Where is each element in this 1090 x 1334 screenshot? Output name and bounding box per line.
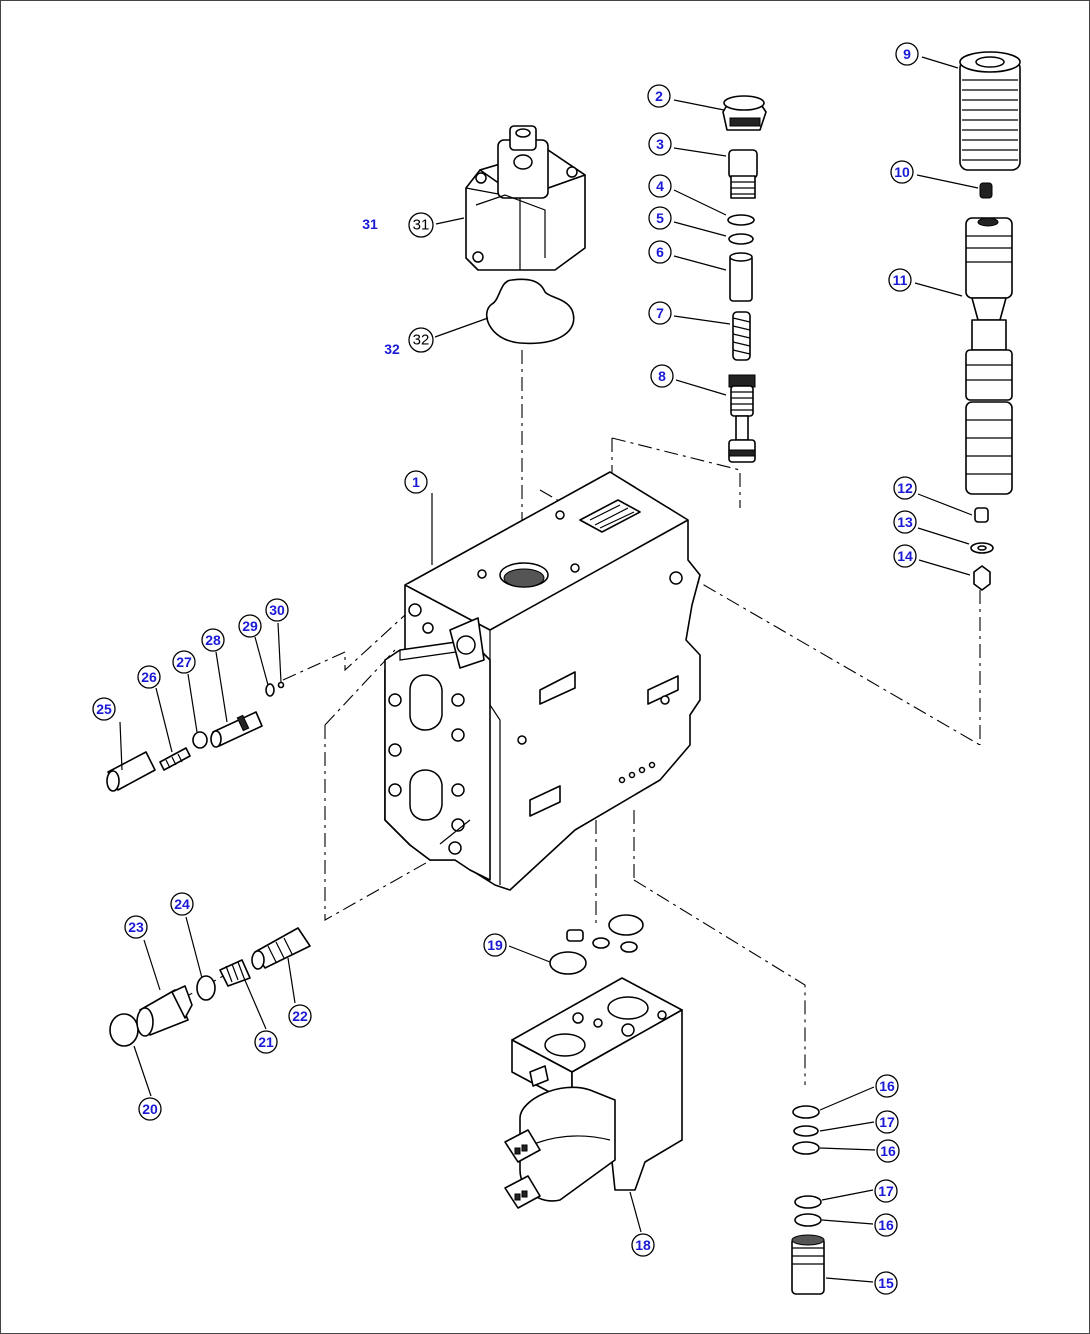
callout-21: 21 xyxy=(254,1030,278,1054)
callout-5: 5 xyxy=(648,206,672,230)
callout-29: 29 xyxy=(238,614,262,638)
callout-number: 16 xyxy=(878,1217,894,1233)
main-valve-body xyxy=(384,471,701,891)
callout-number: 16 xyxy=(880,1143,896,1159)
callout-number: 24 xyxy=(174,896,190,912)
callout-number: 22 xyxy=(292,1008,308,1024)
callout-number: 21 xyxy=(258,1034,274,1050)
callout-number: 17 xyxy=(879,1114,895,1130)
callout-number: 13 xyxy=(897,514,913,530)
callout-number: 18 xyxy=(635,1237,651,1253)
callout-24: 24 xyxy=(170,892,194,916)
callout-number: 30 xyxy=(269,602,285,618)
solenoid-block xyxy=(504,977,683,1209)
leader-lines xyxy=(119,56,979,1283)
callout-19: 19 xyxy=(483,933,507,957)
callout-number: 31 xyxy=(413,217,430,234)
callout-number: 11 xyxy=(893,272,908,288)
o-rings-19 xyxy=(549,914,644,975)
callout-number: 14 xyxy=(897,548,913,564)
callout-number: 3 xyxy=(656,136,664,152)
callout-3: 3 xyxy=(648,132,672,156)
callout-18: 18 xyxy=(631,1233,655,1257)
callout-number: 20 xyxy=(142,1101,158,1117)
callout-number: 17 xyxy=(878,1183,894,1199)
relief-valve-parts-20-24 xyxy=(109,927,311,1047)
callout-20: 20 xyxy=(138,1097,162,1121)
callout-31: 31 xyxy=(408,212,434,238)
callout-number: 4 xyxy=(656,178,664,194)
spool-parts-2-8 xyxy=(722,95,767,463)
pilot-valve-head xyxy=(465,125,586,271)
callout-1: 1 xyxy=(404,470,428,494)
callout-number: 6 xyxy=(656,244,664,260)
callout-22: 22 xyxy=(288,1004,312,1028)
relief-spool-parts-9-14 xyxy=(959,51,1021,591)
callout-number: 8 xyxy=(658,368,666,384)
callout-9: 9 xyxy=(895,42,919,66)
callout-16-top: 16 xyxy=(875,1074,899,1098)
callout-17-top: 17 xyxy=(875,1110,899,1134)
callout-number: 19 xyxy=(487,937,503,953)
callout-number: 27 xyxy=(176,654,192,670)
callout-11: 11 xyxy=(888,268,912,292)
callout-16-bottom: 16 xyxy=(874,1213,898,1237)
part-label-32: 32 xyxy=(384,341,400,357)
callout-number: 16 xyxy=(879,1078,895,1094)
part-label-31: 31 xyxy=(362,216,378,232)
callout-number: 29 xyxy=(242,618,258,634)
callout-number: 5 xyxy=(656,210,664,226)
o-ring-32 xyxy=(486,278,575,345)
callout-6: 6 xyxy=(648,240,672,264)
callout-number: 26 xyxy=(141,669,157,685)
callout-26: 26 xyxy=(137,665,161,689)
callout-number: 32 xyxy=(413,332,430,349)
callout-7: 7 xyxy=(648,301,672,325)
callout-12: 12 xyxy=(893,476,917,500)
callout-30: 30 xyxy=(265,598,289,622)
callout-number: 2 xyxy=(655,88,663,104)
callout-number: 25 xyxy=(96,701,112,717)
callout-28: 28 xyxy=(201,628,225,652)
callout-32: 32 xyxy=(408,327,434,353)
callout-number: 15 xyxy=(878,1275,894,1291)
callout-17-bottom: 17 xyxy=(874,1179,898,1203)
callout-25: 25 xyxy=(92,697,116,721)
callout-8: 8 xyxy=(650,364,674,388)
callout-number: 1 xyxy=(412,474,420,490)
callout-15: 15 xyxy=(874,1271,898,1295)
callout-23: 23 xyxy=(124,915,148,939)
callout-16-mid: 16 xyxy=(876,1139,900,1163)
callout-14: 14 xyxy=(893,544,917,568)
callout-number: 7 xyxy=(656,305,664,321)
callout-number: 9 xyxy=(903,46,911,62)
callout-number: 23 xyxy=(128,919,144,935)
callout-4: 4 xyxy=(648,174,672,198)
callout-10: 10 xyxy=(890,160,914,184)
callout-number: 10 xyxy=(894,164,910,180)
callout-number: 12 xyxy=(897,480,913,496)
rings-and-plug-15-17 xyxy=(791,1105,825,1295)
callout-27: 27 xyxy=(172,650,196,674)
callout-2: 2 xyxy=(647,84,671,108)
check-valve-parts-25-30 xyxy=(106,681,285,792)
callout-number: 28 xyxy=(205,632,221,648)
callout-13: 13 xyxy=(893,510,917,534)
